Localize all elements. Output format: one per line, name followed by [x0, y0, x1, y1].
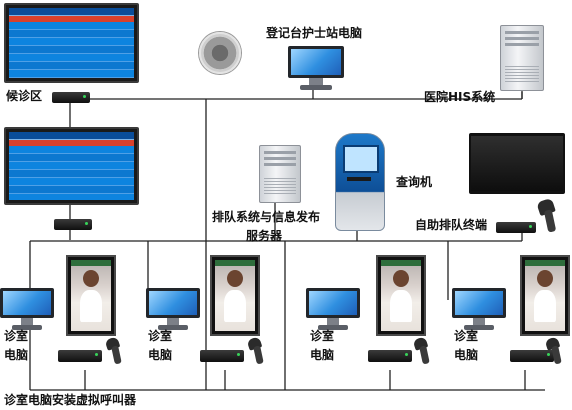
registration-pc-label: 登记台护士站电脑	[266, 26, 363, 40]
clinic-pc-1-label-line2: 电脑	[4, 348, 29, 362]
virtual-caller-label: 诊室电脑安装虚拟呼叫器	[4, 393, 137, 407]
clinic-box-2-icon	[200, 350, 244, 362]
barcode-scanner-icon	[536, 197, 564, 236]
portrait-display-3-icon	[376, 255, 426, 336]
queue-server-label-line2: 服务器	[246, 229, 283, 243]
self-service-box-icon	[496, 222, 536, 233]
portrait-display-4-icon	[520, 255, 570, 336]
self-service-display-icon	[469, 133, 565, 194]
clinic-monitor-1-icon	[0, 288, 54, 330]
clinic-scanner-4-icon	[544, 336, 568, 368]
waiting-area-tv-2-icon	[4, 127, 139, 205]
clinic-box-4-icon	[510, 350, 554, 362]
clinic-monitor-3-icon	[306, 288, 360, 330]
clinic-box-3-icon	[368, 350, 412, 362]
clinic-pc-4-label-line2: 电脑	[454, 348, 479, 362]
speaker-icon	[199, 32, 241, 74]
clinic-pc-3-label: 诊室 电脑	[310, 327, 334, 365]
query-kiosk-icon	[330, 133, 388, 231]
clinic-pc-1-label: 诊室 电脑	[4, 327, 28, 365]
clinic-pc-2-label-line1: 诊室	[148, 329, 173, 343]
set-top-box-2-icon	[54, 219, 92, 230]
clinic-pc-3-label-line1: 诊室	[310, 329, 335, 343]
his-server-tower-icon	[500, 25, 544, 91]
clinic-pc-3-label-line2: 电脑	[310, 348, 335, 362]
clinic-pc-2-label: 诊室 电脑	[148, 327, 172, 365]
clinic-pc-4-label: 诊室 电脑	[454, 327, 478, 365]
nurse-station-monitor-icon	[288, 46, 344, 90]
clinic-scanner-2-icon	[246, 336, 270, 368]
waiting-area-tv-icon	[4, 3, 139, 83]
clinic-box-1-icon	[58, 350, 102, 362]
clinic-scanner-3-icon	[412, 336, 436, 368]
clinic-pc-1-label-line1: 诊室	[4, 329, 29, 343]
query-machine-label: 查询机	[396, 175, 433, 189]
clinic-monitor-4-icon	[452, 288, 506, 330]
waiting-area-label: 候诊区	[6, 89, 43, 103]
portrait-display-1-icon	[66, 255, 116, 336]
clinic-pc-2-label-line2: 电脑	[148, 348, 173, 362]
clinic-pc-4-label-line1: 诊室	[454, 329, 479, 343]
queue-server-tower-icon	[259, 145, 301, 203]
clinic-monitor-2-icon	[146, 288, 200, 330]
self-service-terminal-label: 自助排队终端	[415, 218, 488, 232]
portrait-display-2-icon	[210, 255, 260, 336]
queue-server-label: 排队系统与信息发布 服务器	[212, 208, 320, 246]
set-top-box-icon	[52, 92, 90, 103]
his-system-label: 医院HIS系统	[424, 90, 496, 104]
clinic-scanner-1-icon	[104, 336, 128, 368]
queue-server-label-line1: 排队系统与信息发布	[212, 210, 321, 224]
